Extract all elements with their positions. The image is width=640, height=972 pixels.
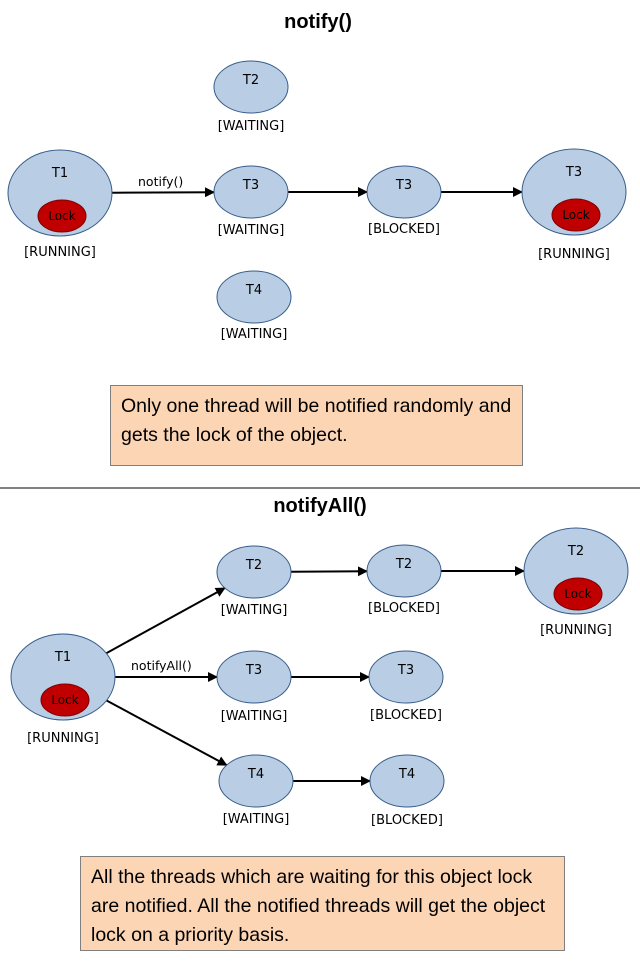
- thread-state: [WAITING]: [218, 223, 285, 238]
- lock-label: Lock: [564, 587, 591, 601]
- thread-state: [WAITING]: [221, 327, 288, 342]
- notifyall-title: notifyAll(): [273, 495, 366, 517]
- thread-circle: [366, 544, 442, 598]
- thread-state: [RUNNING]: [540, 623, 612, 638]
- edge-n2-t2w-to-n2-t2b: [290, 566, 369, 577]
- thread-node-n1-t3b: T3 [BLOCKED]: [366, 165, 442, 237]
- thread-state: [BLOCKED]: [370, 708, 442, 723]
- thread-name: T1: [54, 650, 71, 665]
- lock-badge: Lock: [40, 683, 90, 717]
- thread-circle: [213, 165, 289, 219]
- thread-state: [WAITING]: [221, 603, 288, 618]
- thread-state: [RUNNING]: [27, 731, 99, 746]
- thread-name: T3: [395, 178, 412, 193]
- thread-node-n1-t4: T4 [WAITING]: [216, 270, 292, 342]
- thread-node-n1-t3w: T3 [WAITING]: [213, 165, 289, 238]
- thread-state: [BLOCKED]: [371, 813, 443, 828]
- thread-name: T2: [395, 557, 412, 572]
- thread-name: T1: [51, 166, 68, 181]
- lock-badge: Lock: [37, 199, 87, 233]
- notify-title: notify(): [284, 11, 352, 33]
- thread-node-n2-t4b: T4 [BLOCKED]: [369, 754, 445, 828]
- thread-state: [WAITING]: [221, 709, 288, 724]
- thread-node-n2-t2b: T2 [BLOCKED]: [366, 544, 442, 616]
- thread-state: [BLOCKED]: [368, 222, 440, 237]
- thread-name: T4: [398, 767, 415, 782]
- thread-circle: [218, 754, 294, 808]
- edge-n2-t1-to-n2-t2w: [105, 587, 226, 655]
- edge-n2-t1-to-n2-t4w: [106, 699, 228, 767]
- thread-circle: [369, 754, 445, 808]
- thread-circle: [216, 545, 292, 599]
- thread-circle: [216, 270, 292, 324]
- thread-name: T3: [565, 165, 582, 180]
- notifyall-note: All the threads which are waiting for th…: [80, 856, 565, 951]
- edge-n1-t1-to-n1-t3w: [111, 187, 216, 198]
- lock-badge: Lock: [553, 577, 603, 611]
- thread-name: T3: [242, 178, 259, 193]
- lock-badge: Lock: [551, 198, 601, 232]
- thread-node-n2-t4w: T4 [WAITING]: [218, 754, 294, 827]
- thread-circle: [213, 60, 289, 114]
- thread-name: T3: [245, 663, 262, 678]
- thread-state: [WAITING]: [223, 812, 290, 827]
- notify-note: Only one thread will be notified randoml…: [110, 385, 523, 466]
- thread-node-n2-t3b: T3 [BLOCKED]: [368, 650, 444, 723]
- lock-label: Lock: [562, 208, 589, 222]
- thread-name: T2: [242, 73, 259, 88]
- edges-layer: [105, 187, 525, 786]
- thread-name: T2: [245, 558, 262, 573]
- thread-circle: [366, 165, 442, 219]
- lock-label: Lock: [51, 693, 78, 707]
- thread-node-n1-t2: T2 [WAITING]: [213, 60, 289, 134]
- thread-node-n2-t3w: T3 [WAITING]: [216, 650, 292, 724]
- thread-name: T4: [247, 767, 264, 782]
- thread-name: T4: [245, 283, 262, 298]
- nodes-layer: T1Lock[RUNNING]T2[WAITING]T3[WAITING]T4[…: [7, 60, 629, 828]
- lock-shape: [37, 199, 87, 233]
- notifyall-edge-label: notifyAll(): [131, 658, 192, 673]
- thread-circle: [216, 650, 292, 704]
- lock-shape: [551, 198, 601, 232]
- thread-state: [RUNNING]: [24, 245, 96, 260]
- thread-state: [BLOCKED]: [368, 601, 440, 616]
- lock-label: Lock: [48, 209, 75, 223]
- notify-edge-label: notify(): [138, 174, 183, 189]
- thread-state: [WAITING]: [218, 119, 285, 134]
- thread-state: [RUNNING]: [538, 247, 610, 262]
- lock-shape: [40, 683, 90, 717]
- thread-name: T3: [397, 663, 414, 678]
- thread-name: T2: [567, 544, 584, 559]
- thread-circle: [368, 650, 444, 704]
- lock-shape: [553, 577, 603, 611]
- thread-node-n2-t2w: T2 [WAITING]: [216, 545, 292, 618]
